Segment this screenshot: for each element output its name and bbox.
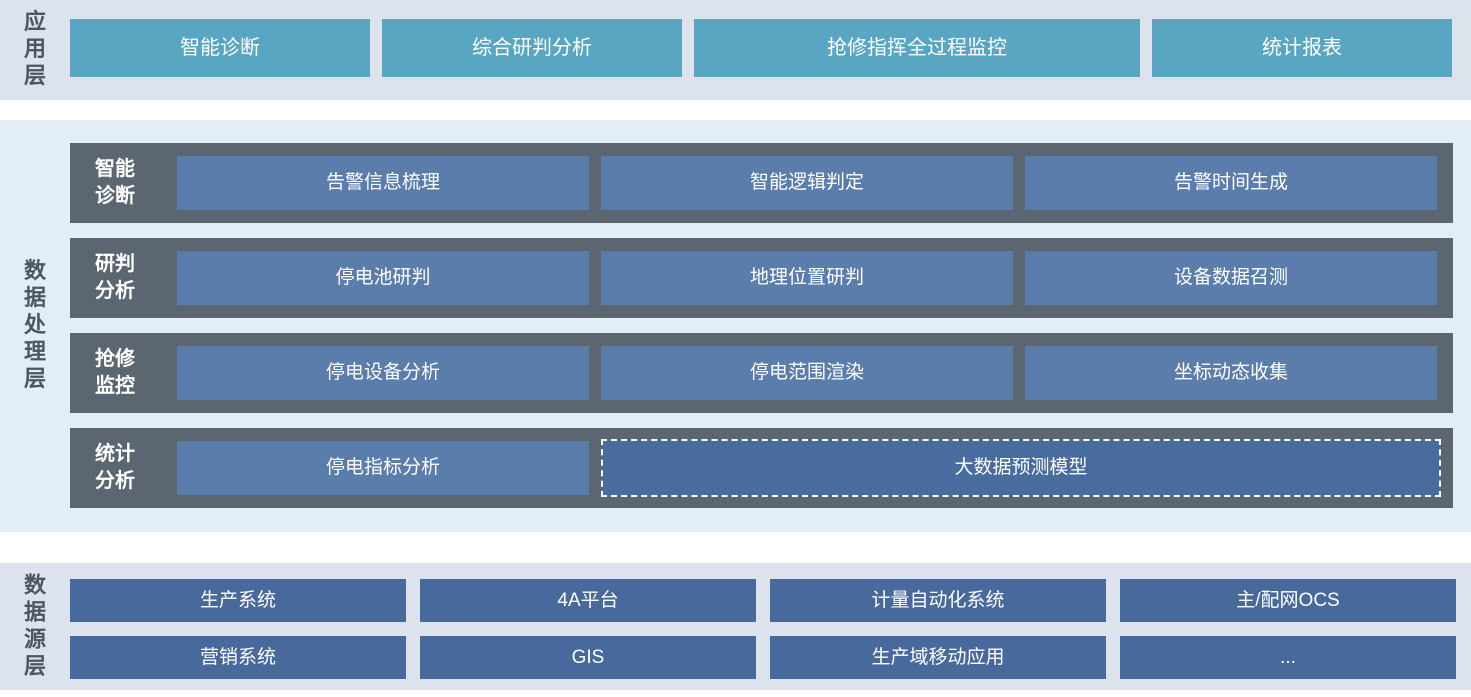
proc-block-alarm-info-sorting: 告警信息梳理 [177,156,589,210]
proc-block-big-data-prediction-model: 大数据预测模型 [601,439,1441,497]
app-block-comprehensive-analysis: 综合研判分析 [382,19,682,77]
source-block-metering-automation: 计量自动化系统 [770,579,1106,622]
data-source-layer-label: 数据源层 [21,572,46,681]
application-blocks: 智能诊断 综合研判分析 抢修指挥全过程监控 统计报表 [70,19,1452,77]
proc-block-outage-device-analysis: 停电设备分析 [177,346,589,400]
source-block-main-distribution-ocs: 主/配网OCS [1120,579,1456,622]
source-block-production-mobile-app: 生产域移动应用 [770,636,1106,679]
proc-row-label: 研判 分析 [95,253,135,302]
proc-row-repair-monitoring: 抢修 监控 停电设备分析 停电范围渲染 坐标动态收集 [70,333,1453,413]
app-block-smart-diagnosis: 智能诊断 [70,19,370,77]
source-block-4a-platform: 4A平台 [420,579,756,622]
proc-block-device-data-call: 设备数据召测 [1025,251,1437,305]
proc-row-label: 统计 分析 [95,443,135,492]
data-source-layer: 数据源层 生产系统 4A平台 计量自动化系统 主/配网OCS 营销系统 GIS … [0,563,1471,690]
proc-block-geo-location-analysis: 地理位置研判 [601,251,1013,305]
processing-rows: 智能 诊断 告警信息梳理 智能逻辑判定 告警时间生成 研判 分析 停电池研判 地… [70,143,1453,508]
proc-block-smart-logic-judgment: 智能逻辑判定 [601,156,1013,210]
application-layer: 应用层 智能诊断 综合研判分析 抢修指挥全过程监控 统计报表 [0,0,1471,100]
application-layer-label: 应用层 [21,9,46,91]
proc-block-coordinate-collection: 坐标动态收集 [1025,346,1437,400]
source-block-production-system: 生产系统 [70,579,406,622]
data-processing-layer-label: 数据处理层 [21,258,46,394]
proc-row-analysis: 研判 分析 停电池研判 地理位置研判 设备数据召测 [70,238,1453,318]
proc-row-statistics: 统计 分析 停电指标分析 大数据预测模型 [70,428,1453,508]
source-block-gis: GIS [420,636,756,679]
proc-row-label: 抢修 监控 [95,348,135,397]
proc-block-outage-range-rendering: 停电范围渲染 [601,346,1013,400]
source-blocks: 生产系统 4A平台 计量自动化系统 主/配网OCS 营销系统 GIS 生产域移动… [70,579,1456,679]
proc-row-label: 智能 诊断 [95,158,135,207]
proc-block-outage-analysis: 停电池研判 [177,251,589,305]
data-processing-layer: 数据处理层 智能 诊断 告警信息梳理 智能逻辑判定 告警时间生成 研判 分析 [0,120,1471,532]
app-block-repair-process-monitoring: 抢修指挥全过程监控 [694,19,1140,77]
app-block-statistical-report: 统计报表 [1152,19,1452,77]
source-block-marketing-system: 营销系统 [70,636,406,679]
proc-row-smart-diagnosis: 智能 诊断 告警信息梳理 智能逻辑判定 告警时间生成 [70,143,1453,223]
source-block-more: ... [1120,636,1456,679]
proc-block-alarm-time-generation: 告警时间生成 [1025,156,1437,210]
proc-block-outage-index-analysis: 停电指标分析 [177,441,589,495]
